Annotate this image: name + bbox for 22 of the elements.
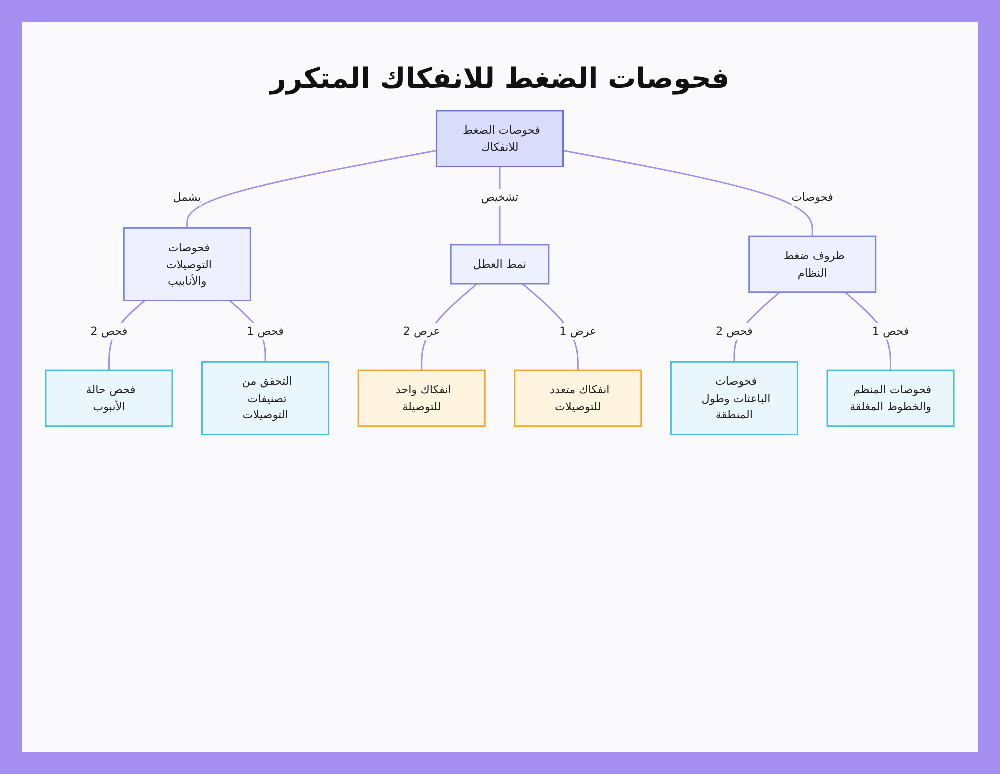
edge-label: تشخيص	[481, 190, 519, 204]
node-box: ظروف ضغط النظام	[748, 236, 877, 294]
node-box: نمط العطل	[450, 244, 550, 285]
edge-label: فحص 1	[247, 324, 284, 338]
node-box: فحوصات الضغط للانفكاك	[436, 110, 564, 168]
node-box: فحوصات التوصيلات والأنابيب	[123, 227, 252, 302]
connector	[186, 150, 437, 228]
node-box: التحقق من تصنيفات التوصيلات	[202, 361, 330, 436]
edge-label: فحص 2	[716, 324, 753, 338]
node-box: انفكاك متعدد للتوصيلات	[514, 370, 642, 428]
diagram-title: فحوصات الضغط للانفكاك المتكرر	[268, 62, 731, 95]
node-box: فحص حالة الأنبوب	[45, 370, 174, 428]
edge-label: يشمل	[173, 190, 202, 204]
edge-label: عرض 2	[403, 324, 440, 338]
edge-label: عرض 1	[560, 324, 597, 338]
node-box: فحوصات المنظم والخطوط المغلقة	[826, 370, 955, 428]
edge-label: فحوصات	[792, 190, 834, 204]
edge-label: فحص 2	[90, 324, 128, 338]
node-box: فحوصات الباعثات وطول المنطقة	[670, 361, 798, 436]
node-box: انفكاك واحد للتوصيلة	[358, 370, 486, 428]
edge-label: فحص 1	[872, 324, 910, 338]
connector	[563, 150, 814, 237]
